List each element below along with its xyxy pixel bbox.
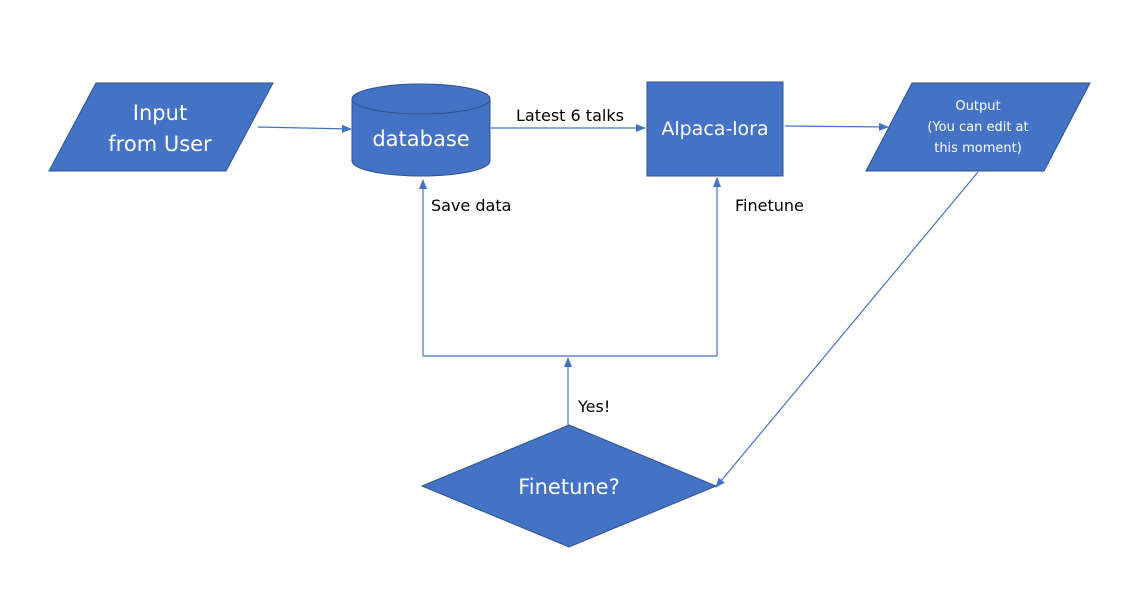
alpaca-label: Alpaca-lora (661, 118, 768, 140)
edge-label-yes: Yes! (577, 397, 610, 416)
output-label-line3: this moment) (934, 141, 1022, 156)
input-node: Input from User (48, 82, 274, 172)
alpaca-node: Alpaca-lora (646, 81, 784, 177)
alpaca-rectangle (646, 81, 784, 177)
database-label: database (372, 127, 469, 151)
input-parallelogram (48, 82, 274, 172)
output-label-line2: (You can edit at (927, 120, 1028, 135)
decision-label: Finetune? (518, 475, 620, 499)
connectors (257, 122, 979, 488)
edge-label-latest-talks: Latest 6 talks (516, 106, 624, 125)
decision-diamond (420, 424, 718, 548)
edge-output-to-decision (715, 171, 979, 488)
input-label-line2: from User (108, 132, 212, 156)
database-cylinder-top (351, 83, 491, 115)
edge-label-save-data: Save data (431, 196, 511, 215)
database-cylinder-body (351, 98, 491, 177)
input-label-line1: Input (133, 101, 187, 125)
output-node: Output (You can edit at this moment) (865, 82, 1091, 172)
edge-alpaca-to-output (784, 122, 889, 131)
edge-label-finetune: Finetune (735, 196, 804, 215)
edge-input-to-database (257, 124, 352, 133)
output-parallelogram (865, 82, 1091, 172)
database-node: database (351, 83, 491, 177)
edge-labels: Latest 6 talks Save data Finetune Yes! (431, 106, 804, 416)
output-label-line1: Output (955, 99, 1000, 114)
finetune-decision-node: Finetune? (420, 424, 718, 548)
